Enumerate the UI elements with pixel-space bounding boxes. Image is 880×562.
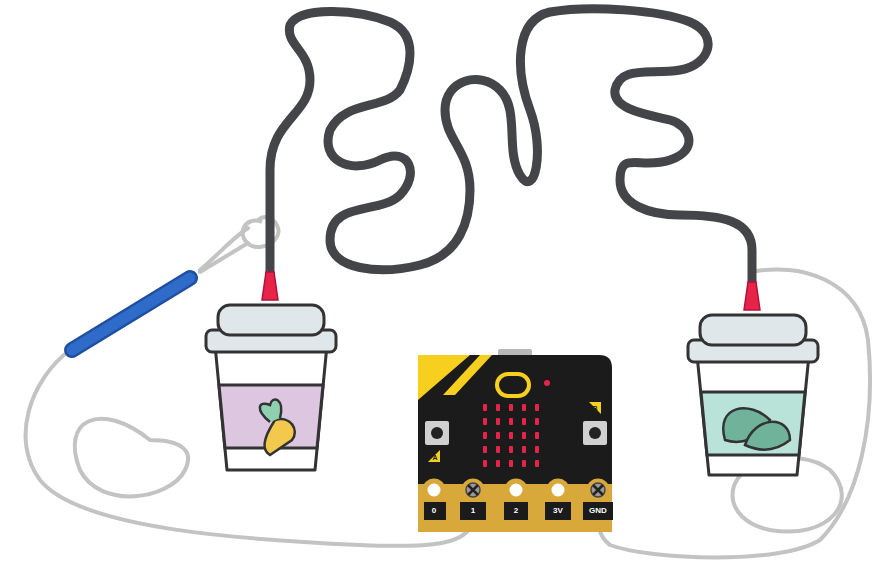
maze-wire — [270, 9, 752, 290]
led — [535, 432, 539, 439]
led — [522, 460, 526, 467]
led — [496, 460, 500, 467]
grey-wires — [26, 228, 870, 558]
led — [509, 418, 513, 425]
led — [509, 446, 513, 453]
led — [496, 404, 500, 411]
pin-label: 1 — [471, 507, 475, 515]
pin-label: GND — [589, 507, 607, 515]
pin-label: 3V — [553, 507, 563, 515]
right-cup — [688, 282, 818, 475]
button-label: B — [592, 405, 597, 412]
led — [509, 404, 513, 411]
led — [496, 446, 500, 453]
button-label: A — [432, 454, 437, 461]
led — [522, 404, 526, 411]
led — [509, 432, 513, 439]
led — [483, 404, 487, 411]
led — [535, 418, 539, 425]
led — [483, 446, 487, 453]
led — [522, 446, 526, 453]
led — [496, 432, 500, 439]
pin-label: 0 — [432, 507, 436, 515]
led — [496, 418, 500, 425]
led — [483, 460, 487, 467]
microbit-board — [418, 349, 613, 532]
led — [509, 460, 513, 467]
led — [483, 432, 487, 439]
led — [535, 460, 539, 467]
led — [535, 404, 539, 411]
led — [522, 432, 526, 439]
led — [522, 418, 526, 425]
pin-label: 2 — [514, 507, 518, 515]
led — [483, 418, 487, 425]
left-cup — [206, 272, 336, 470]
led — [535, 446, 539, 453]
